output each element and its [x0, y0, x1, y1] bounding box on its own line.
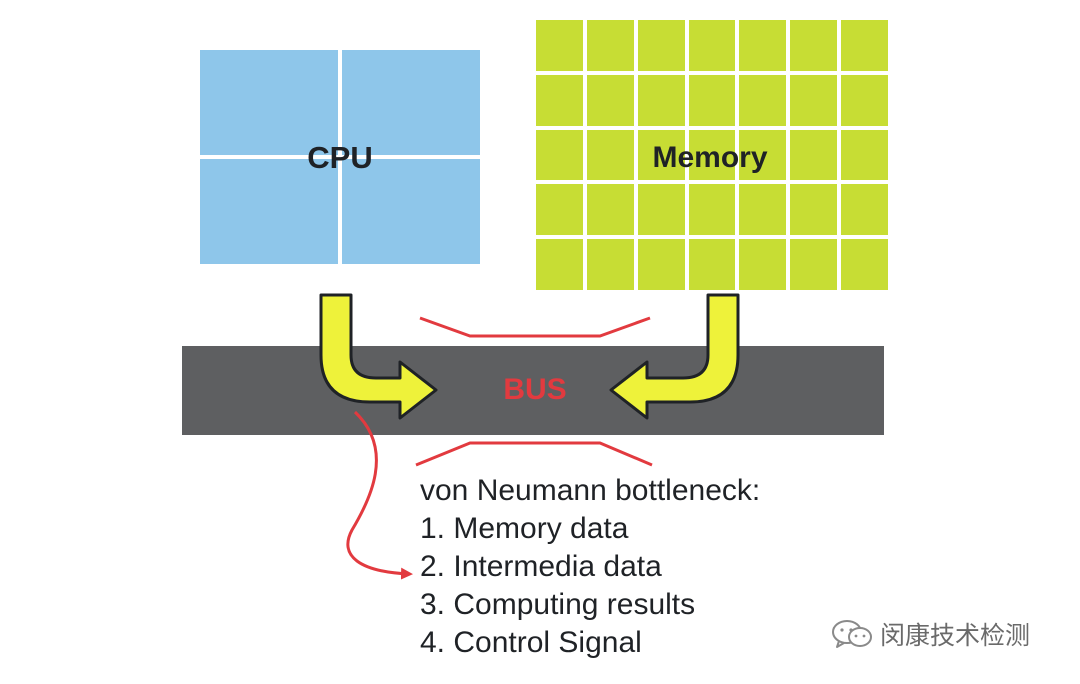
cpu-cell — [342, 159, 480, 264]
memory-cell — [739, 184, 787, 236]
memory-cell — [790, 239, 838, 290]
memory-cell — [688, 20, 736, 71]
bottleneck-item: 4. Control Signal — [420, 626, 642, 659]
bottleneck-item: 3. Computing results — [420, 588, 696, 621]
memory-cell — [586, 20, 634, 71]
memory-cell — [790, 129, 838, 181]
memory-cell — [637, 74, 685, 126]
memory-cell — [841, 20, 888, 71]
memory-cell — [841, 129, 888, 181]
bus-bar — [182, 346, 884, 435]
cpu-label: CPU — [307, 140, 373, 175]
memory-cell — [586, 129, 634, 181]
bottleneck-item: 2. Intermedia data — [420, 550, 662, 583]
memory-cell — [790, 74, 838, 126]
bottleneck-top-line — [419, 316, 651, 338]
memory-cell — [586, 74, 634, 126]
memory-cell — [637, 239, 685, 290]
bus-label: BUS — [503, 373, 567, 406]
bottleneck-lines — [415, 316, 653, 467]
memory-cell — [739, 20, 787, 71]
memory-cell — [536, 129, 583, 181]
bottleneck-list: von Neumann bottleneck: 1. Memory data 2… — [420, 472, 760, 662]
memory-cell — [637, 129, 685, 181]
wechat-icon — [832, 620, 872, 648]
memory-cell — [739, 129, 787, 181]
watermark-text: 闵康技术检测 — [880, 622, 1031, 650]
cpu-cell — [342, 50, 480, 155]
bottleneck-bottom-line — [415, 441, 653, 467]
memory-block — [536, 20, 888, 290]
memory-cell — [688, 184, 736, 236]
cpu-cell — [200, 159, 338, 264]
memory-cell — [841, 74, 888, 126]
memory-to-bus-arrow — [609, 293, 740, 420]
memory-cell — [637, 184, 685, 236]
memory-cell — [688, 239, 736, 290]
memory-cell — [739, 74, 787, 126]
memory-cell — [841, 239, 888, 290]
memory-label: Memory — [652, 141, 768, 174]
bottleneck-title: von Neumann bottleneck: — [420, 474, 761, 507]
memory-cell — [536, 184, 583, 236]
bottleneck-pointer-arrow — [346, 410, 413, 580]
cpu-to-bus-arrow — [319, 293, 438, 420]
memory-cell — [586, 239, 634, 290]
memory-cell — [536, 20, 583, 71]
memory-cell — [536, 239, 583, 290]
memory-cell — [637, 20, 685, 71]
memory-cell — [790, 184, 838, 236]
cpu-block — [200, 50, 480, 264]
memory-cell — [739, 239, 787, 290]
memory-cell — [841, 184, 888, 236]
memory-cell — [688, 129, 736, 181]
watermark: 闵康技术检测 — [830, 614, 1030, 654]
memory-cell — [688, 74, 736, 126]
memory-cell — [790, 20, 838, 71]
memory-cell — [536, 74, 583, 126]
cpu-cell — [200, 50, 338, 155]
memory-cell — [586, 184, 634, 236]
bottleneck-item: 1. Memory data — [420, 512, 629, 545]
